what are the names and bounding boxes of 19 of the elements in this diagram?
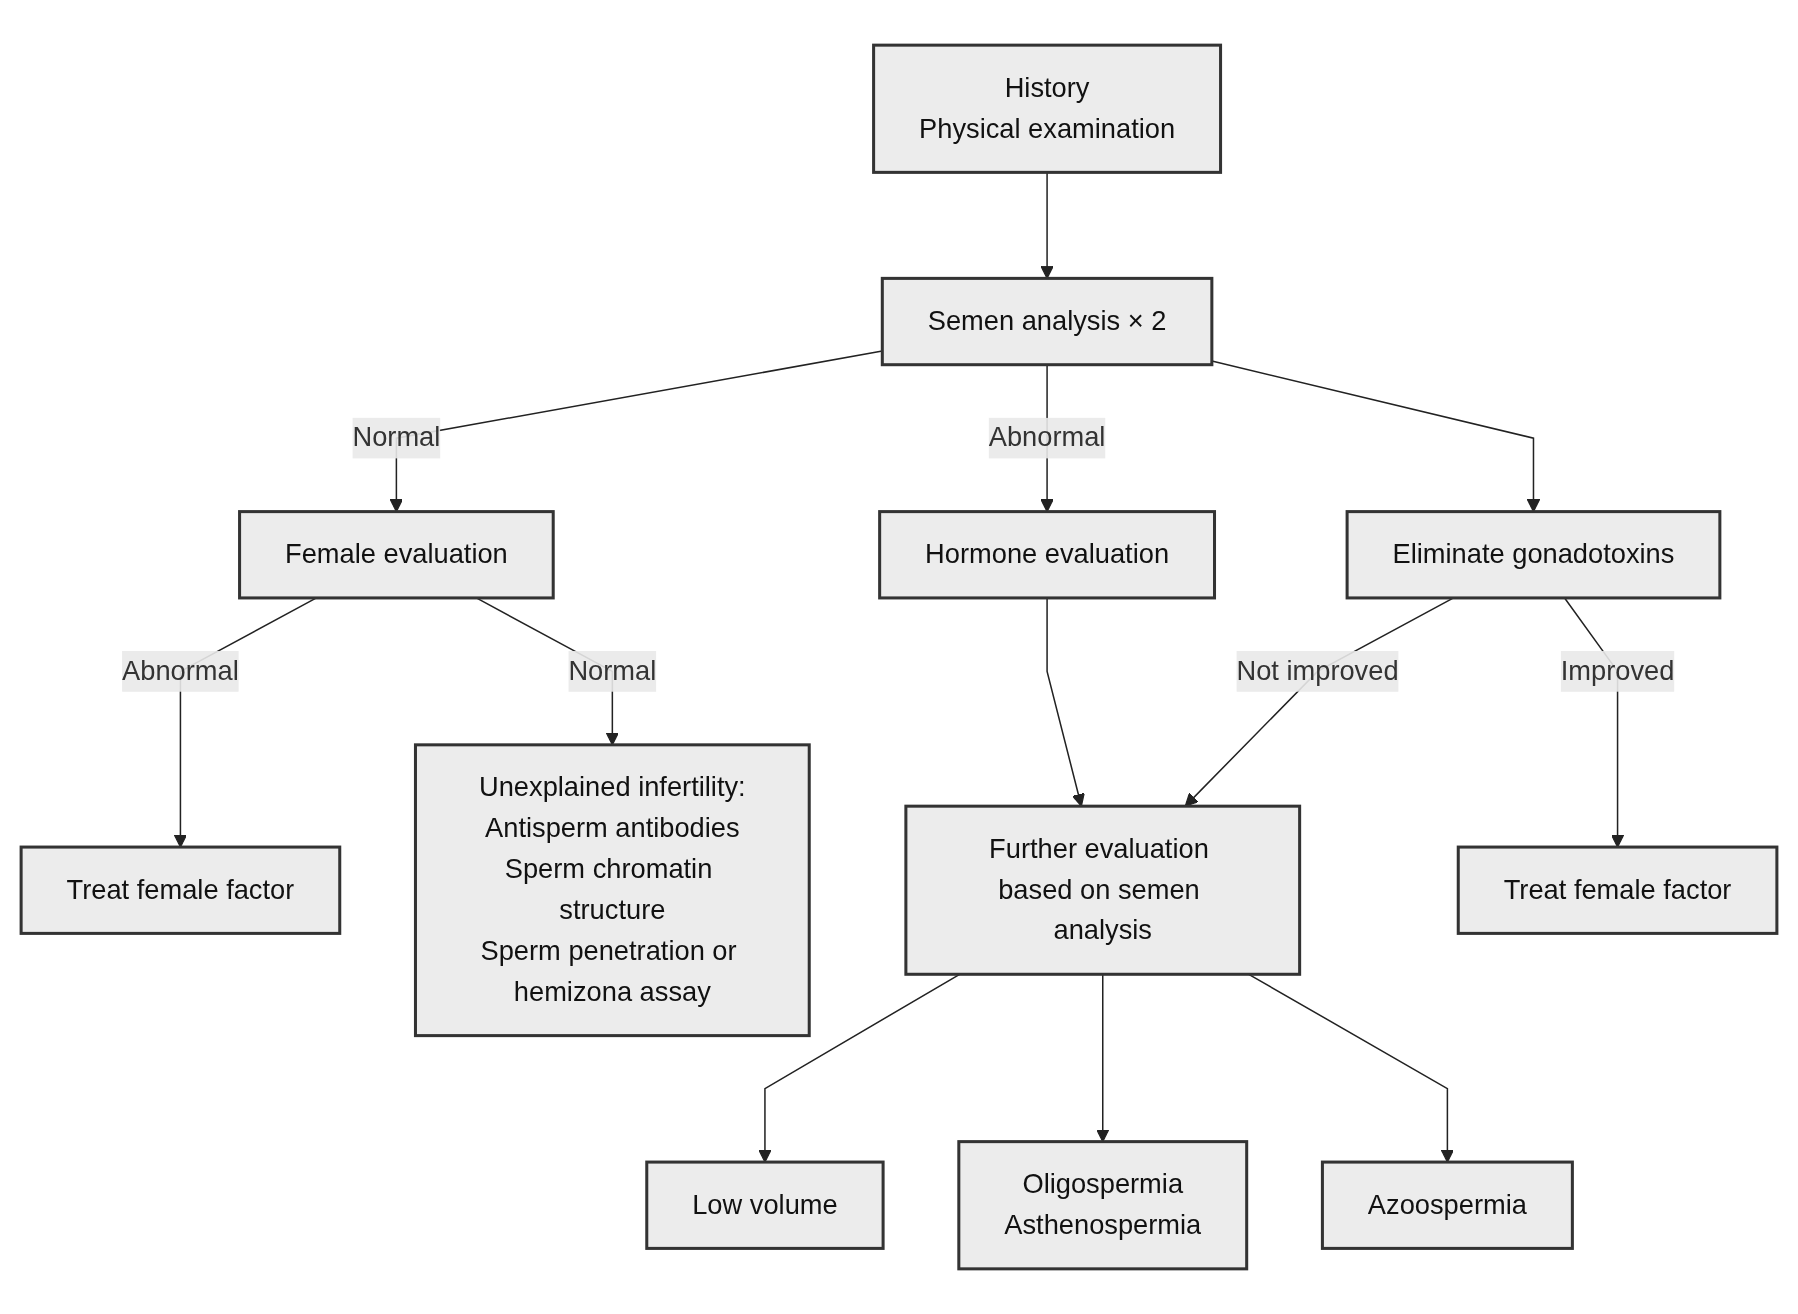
node-box: Low volume (645, 1160, 885, 1250)
node-box: Unexplained infertility: Antisperm antibodies Sperm chromatin structure Sperm penetration or hemizona assay (413, 743, 811, 1038)
node-box: Treat female factor (19, 845, 342, 935)
node-box: Treat female factor (1456, 845, 1779, 935)
edge-label: Not improved (1236, 655, 1399, 686)
edge-label: Abnormal (122, 655, 239, 686)
node-box: Oligospermia Asthenospermia (957, 1140, 1249, 1271)
edge-label: Normal (352, 422, 441, 453)
arrow (1046, 597, 1085, 807)
node-box: History Physical examination (872, 43, 1223, 174)
node-box: Eliminate gonadotoxins (1345, 510, 1722, 600)
node-box: Female evaluation (238, 510, 555, 600)
node-box: Further evaluation based on semen analysis (904, 804, 1302, 976)
edge-label: Abnormal (988, 422, 1106, 453)
edge-label: Improved (1560, 655, 1675, 686)
edge-label: Normal (568, 655, 657, 686)
node-box: Hormone evaluation (878, 510, 1217, 600)
node-box: Azoospermia (1320, 1160, 1574, 1250)
node-box: Semen analysis × 2 (880, 276, 1214, 367)
